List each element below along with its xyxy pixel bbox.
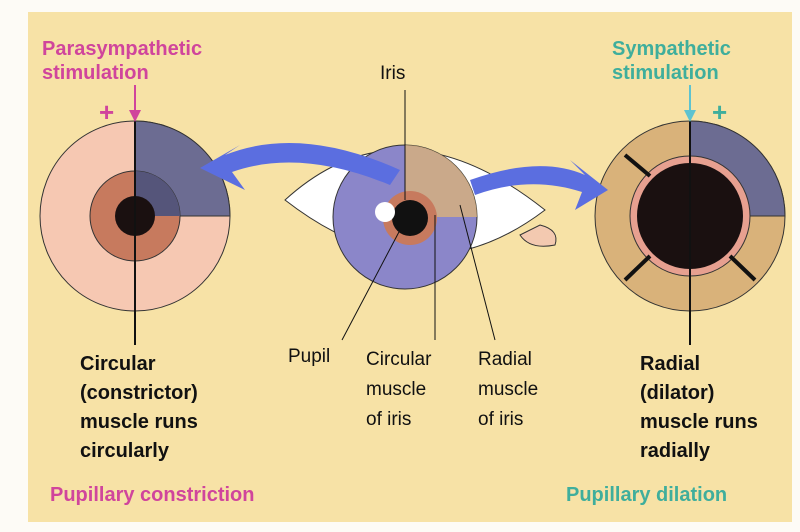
radial-leader: [459, 204, 496, 341]
dilation-footer: Pupillary dilation: [566, 484, 728, 506]
constriction-footer: Pupillary constriction: [50, 484, 255, 506]
right-down-arrow-icon: [684, 110, 696, 122]
dilated-pupil-disc: [594, 120, 786, 345]
left-down-arrow-icon: [129, 110, 141, 122]
right-curved-arrow-icon: [470, 160, 608, 210]
iris-label: Iris: [380, 63, 406, 84]
constricted-pupil-disc: [39, 120, 231, 345]
left-curved-arrow-icon: [200, 143, 400, 190]
pupil-label: Pupil: [288, 346, 331, 367]
right-plus-sign: +: [712, 97, 728, 127]
eye-illustration: [284, 144, 557, 290]
left-plus-sign: +: [99, 97, 115, 127]
pupil-leader: [341, 229, 401, 341]
